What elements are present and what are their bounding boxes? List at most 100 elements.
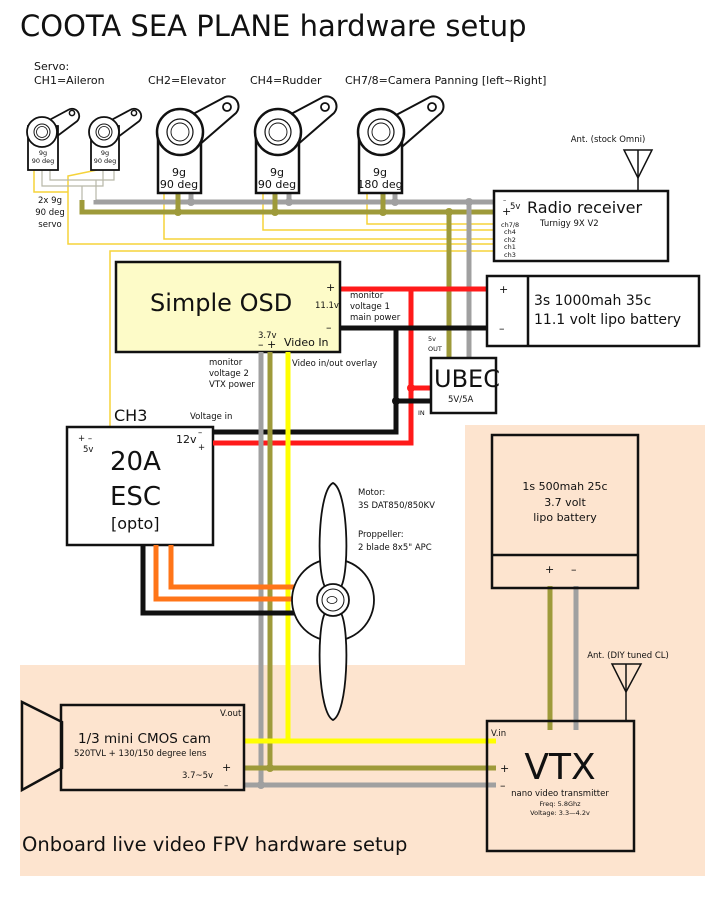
esc-voltage-in-label: Voltage in	[190, 412, 232, 422]
prop-model: 2 blade 8x5" APC	[358, 543, 432, 553]
servo-aileron-left: 9g 90 deg	[26, 107, 81, 171]
servo-rotation: 90 deg	[160, 178, 198, 191]
fpv-section-title: Onboard live video FPV hardware setup	[22, 833, 407, 856]
esc-type: [opto]	[111, 514, 160, 533]
camera-title: 1/3 mini CMOS cam	[78, 731, 211, 747]
receiver-antenna-label: Ant. (stock Omni)	[571, 135, 646, 145]
battery-plus-pin: +	[499, 283, 508, 296]
osd-monitor2-note: monitor	[209, 358, 243, 368]
osd-vtx-pins: – +	[258, 338, 276, 351]
aileron-note: 90 deg	[35, 208, 65, 218]
servo-rudder: 9g 90 deg	[253, 95, 338, 195]
esc-rating: 20A	[110, 447, 161, 477]
receiver-channel-pin: ch7/8	[501, 221, 519, 229]
vtx-plus-pin: +	[500, 762, 509, 775]
servo-weight: 9g	[172, 166, 186, 179]
main-power-wires	[220, 202, 497, 446]
osd-voltage: 11.1v	[315, 301, 339, 311]
esc-title: ESC	[110, 482, 161, 512]
vtx-battery-plus: +	[545, 563, 554, 576]
main-battery-box	[485, 274, 701, 348]
receiver-plus-pin: +	[502, 205, 511, 218]
ubec-out-label: 5v	[428, 335, 436, 343]
camera-spec: 520TVL + 130/150 degree lens	[74, 749, 207, 759]
osd-monitor1-note: monitor	[350, 291, 384, 301]
vtx-voltage: Voltage: 3.3—4.2v	[530, 809, 590, 817]
servo-weight: 9g	[373, 166, 387, 179]
osd-minus-pin: –	[326, 321, 332, 334]
aileron-note: 2x 9g	[38, 196, 62, 206]
osd-monitor2-note: VTX power	[209, 380, 255, 390]
vtx-box	[485, 719, 636, 853]
antenna-icon	[622, 149, 654, 192]
osd-plus-pin: +	[326, 281, 335, 294]
receiver-title: Radio receiver	[527, 198, 643, 217]
receiver-model: Turnigy 9X V2	[539, 219, 599, 229]
servo-channel-label: CH4=Rudder	[250, 74, 322, 87]
receiver-channel-pin: ch2	[504, 236, 516, 244]
osd-monitor2-note: voltage 2	[209, 369, 249, 379]
motor-propeller-icon	[291, 482, 375, 721]
esc-minus-pin: –	[198, 428, 202, 438]
receiver-minus-pin: –	[503, 196, 506, 204]
vtx-battery-minus: –	[571, 563, 577, 576]
osd-title: Simple OSD	[150, 289, 292, 317]
servo-elevator: 9g 90 deg	[155, 95, 240, 195]
esc-box	[65, 425, 215, 547]
prop-label: Proppeller:	[358, 530, 404, 540]
motor-label: Motor:	[358, 488, 385, 498]
antenna-icon	[610, 663, 643, 721]
osd-monitor1-note: voltage 1	[350, 302, 390, 312]
vtx-battery-spec: 1s 500mah 25c	[522, 480, 607, 493]
motor-phase-wires	[140, 545, 305, 616]
vtx-power-video-wires	[243, 352, 579, 789]
ubec-title: UBEC	[434, 365, 500, 393]
page-title: COOTA SEA PLANE hardware setup	[20, 9, 527, 43]
battery-type: 11.1 volt lipo battery	[534, 312, 681, 328]
camera-plus-pin: +	[222, 761, 231, 774]
osd-video-in: Video In	[284, 336, 329, 349]
camera-box	[59, 703, 246, 792]
esc-bec-pins: + –	[78, 434, 92, 444]
servo-channel-label: CH2=Elevator	[148, 74, 226, 87]
vtx-title: VTX	[524, 747, 595, 788]
camera-voltage: 3.7~5v	[182, 771, 213, 781]
servo-camera-pan: 9g 180 deg	[356, 95, 445, 195]
osd-monitor1-note: main power	[350, 313, 401, 323]
receiver-voltage: 5v	[510, 202, 520, 212]
ubec-box	[429, 356, 498, 415]
servo-rotation: 90 deg	[32, 157, 55, 165]
esc-plus-pin: +	[198, 443, 205, 453]
ubec-in-label: IN	[418, 409, 425, 417]
servo-channel-label: CH7/8=Camera Panning [left~Right]	[345, 74, 546, 87]
aileron-servo-leads	[41, 170, 115, 200]
osd-vtx-voltage: 3.7v	[258, 331, 277, 341]
servo-weight: 9g	[270, 166, 284, 179]
servo-header: Servo:	[34, 60, 69, 73]
vtx-description: nano video transmitter	[511, 789, 609, 799]
camera-minus-pin: –	[224, 781, 228, 791]
vtx-vin-label: V.in	[491, 729, 506, 739]
vtx-frequency: Freq: 5.8Ghz	[539, 800, 581, 808]
esc-channel: CH3	[114, 406, 147, 425]
osd-video-overlay: Video in/out overlay	[292, 359, 377, 369]
servo-channel-label: CH1=Aileron	[34, 74, 105, 87]
vtx-battery-box	[490, 433, 640, 590]
ubec-out-label: OUT	[428, 345, 442, 353]
servo-rotation: 90 deg	[258, 178, 296, 191]
servo-weight: 9g	[39, 149, 47, 157]
servo-power-bus	[79, 193, 497, 216]
camera-vout-label: V.out	[220, 709, 242, 719]
esc-bec-voltage: 5v	[83, 445, 93, 455]
vtx-minus-pin: –	[500, 779, 506, 792]
receiver-channel-pin: ch3	[504, 251, 516, 259]
aileron-note: servo	[38, 220, 61, 230]
vtx-battery-type: lipo battery	[533, 511, 597, 524]
esc-input-voltage: 12v	[176, 433, 197, 446]
radio-receiver-box	[492, 189, 670, 263]
simple-osd-box	[114, 260, 342, 354]
ubec-rating: 5V/5A	[448, 395, 473, 405]
fpv-zone-background	[20, 425, 705, 876]
vtx-battery-voltage: 3.7 volt	[544, 496, 586, 509]
